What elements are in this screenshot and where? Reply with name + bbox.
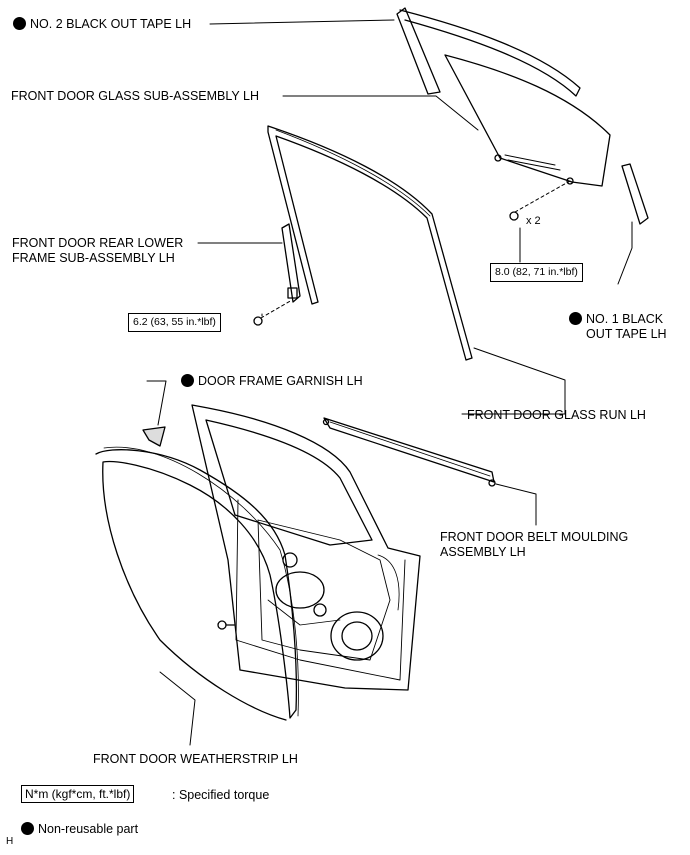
no2-black-out-tape-part — [396, 7, 441, 95]
rear-lower-frame-part — [281, 223, 301, 303]
nonreusable-legend: Non-reusable part — [21, 822, 138, 837]
quantity-label: x 2 — [526, 215, 541, 227]
frame-bolt-torque-box: 6.2 (63, 55 in.*lbf) — [128, 313, 221, 332]
weatherstrip-part — [95, 449, 298, 721]
glass-bolt-torque-box: 8.0 (82, 71 in.*lbf) — [490, 263, 583, 282]
torque-legend-box: N*m (kgf*cm, ft.*lbf) — [21, 785, 135, 803]
non-reusable-icon — [13, 17, 26, 30]
figure-code: H — [6, 836, 14, 847]
door-frame-garnish-part — [142, 426, 166, 447]
non-reusable-icon — [569, 312, 582, 325]
glass-run-label: FRONT DOOR GLASS RUN LH — [467, 408, 646, 422]
door-frame-garnish-label: DOOR FRAME GARNISH LH — [181, 374, 363, 389]
front-door-glass-part — [444, 54, 611, 187]
belt-moulding-part — [323, 417, 495, 483]
non-reusable-icon — [21, 822, 34, 835]
torque-legend-text: : Specified torque — [172, 788, 270, 802]
front-door-glass-label: FRONT DOOR GLASS SUB-ASSEMBLY LH — [11, 89, 259, 103]
no1-black-out-tape-label: NO. 1 BLACK OUT TAPE LH — [569, 312, 667, 342]
weatherstrip-label: FRONT DOOR WEATHERSTRIP LH — [93, 752, 298, 766]
belt-moulding-label: FRONT DOOR BELT MOULDING ASSEMBLY LH — [440, 530, 629, 559]
glass-upper-strip — [399, 9, 581, 97]
non-reusable-icon — [181, 374, 194, 387]
no2-black-out-tape-label: NO. 2 BLACK OUT TAPE LH — [13, 17, 191, 32]
no1-black-out-tape-part — [621, 163, 649, 225]
door-panel-part — [191, 404, 421, 691]
rear-lower-frame-label: FRONT DOOR REAR LOWER FRAME SUB-ASSEMBLY… — [12, 236, 184, 265]
front-door-glass-run-part — [267, 125, 473, 361]
